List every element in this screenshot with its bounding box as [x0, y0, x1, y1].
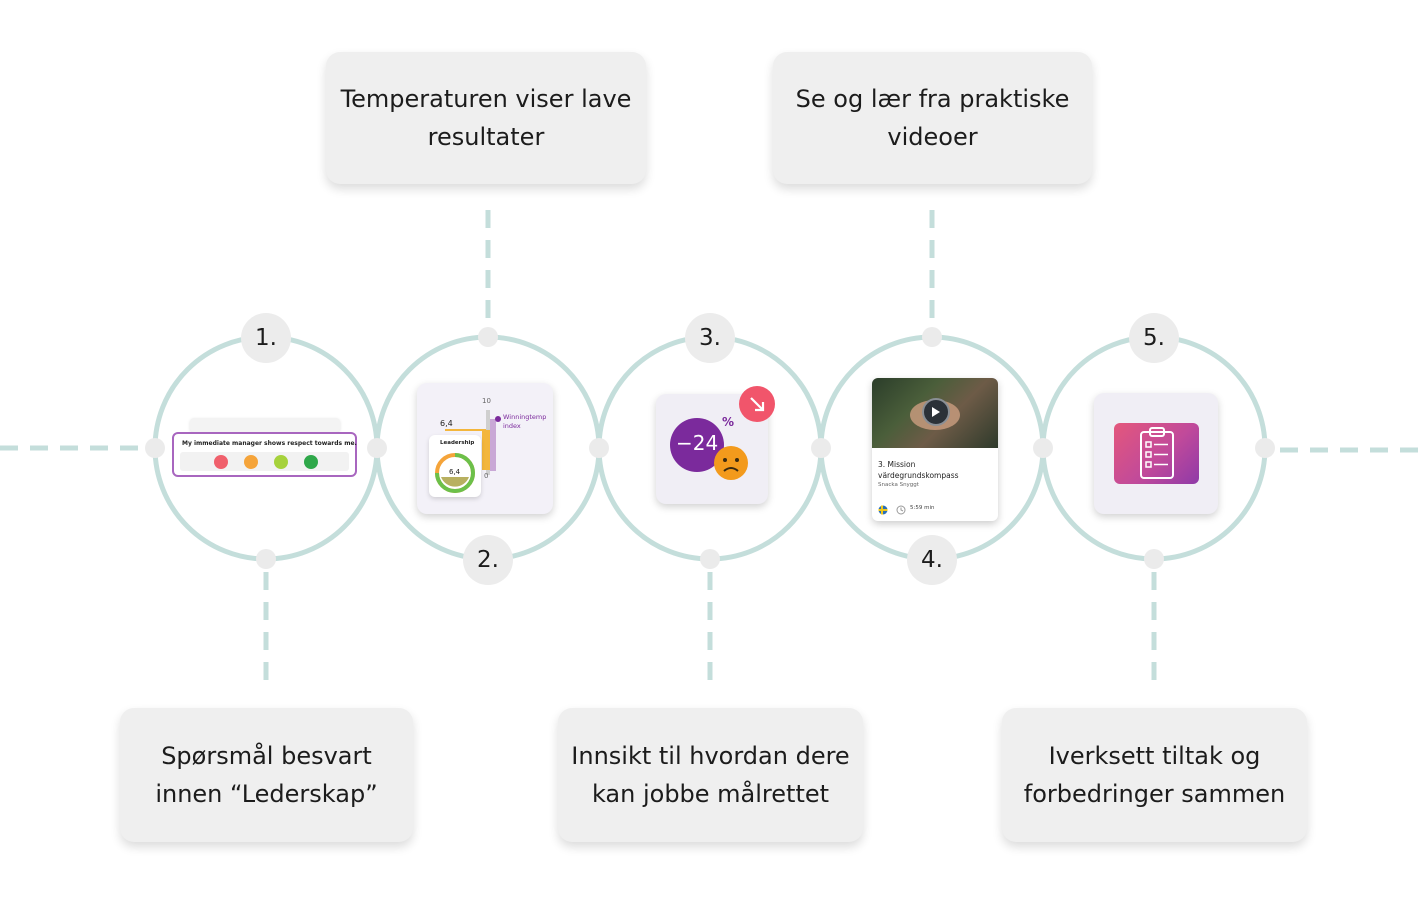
index-label: Winningtemp index	[503, 413, 547, 430]
video-meta-icons	[878, 505, 906, 515]
smile-face-icon	[274, 455, 288, 469]
action-card	[1094, 393, 1218, 514]
joint-dot	[145, 438, 165, 458]
joint-dot	[700, 549, 720, 569]
joint-dot	[1144, 549, 1164, 569]
happy-face-icon	[304, 455, 318, 469]
step-caption-4: Se og lær fra praktiske videoer	[773, 52, 1092, 184]
caption-text: Innsikt til hvordan dere kan jobbe målre…	[571, 742, 850, 808]
step-caption-5: Iverksett tiltak og forbedringer sammen	[1002, 708, 1307, 842]
trend-down-arrow-icon	[739, 386, 775, 422]
survey-question: My immediate manager shows respect towar…	[182, 440, 357, 447]
survey-card: My immediate manager shows respect towar…	[172, 418, 357, 478]
leadership-card: 10 0 Winningtemp index 6,4 Leadership 6,…	[417, 383, 553, 514]
caption-text: Iverksett tiltak og forbedringer sammen	[1023, 742, 1286, 808]
step-caption-2: Temperaturen viser lave resultater	[326, 52, 646, 184]
step-number-1: 1.	[241, 313, 291, 363]
leadership-gauge	[435, 453, 475, 493]
sad-face-icon	[714, 446, 748, 480]
emoji-scale	[214, 455, 318, 469]
insight-value: −24	[676, 431, 719, 455]
video-thumbnail[interactable]	[872, 378, 998, 448]
step-number-4: 4.	[907, 535, 957, 585]
axis-top-label: 10	[482, 397, 491, 405]
caption-text: Se og lær fra praktiske videoer	[795, 85, 1070, 151]
video-title: 3. Mission värdegrundskompass	[878, 460, 959, 480]
joint-dot	[811, 438, 831, 458]
step-caption-1: Spørsmål besvart innen “Lederskap”	[120, 708, 413, 842]
leadership-value: 6,4	[440, 419, 453, 428]
axis-bottom-label: 0	[484, 472, 489, 480]
video-subtitle: Snacka Snyggt	[878, 482, 919, 488]
gauge-value: 6,4	[449, 468, 461, 476]
step-caption-3: Innsikt til hvordan dere kan jobbe målre…	[558, 708, 863, 842]
insight-unit: %	[722, 415, 735, 429]
sad-face-icon	[214, 455, 228, 469]
joint-dot	[478, 327, 498, 347]
video-duration: 5:59 min	[910, 505, 935, 511]
joint-dot	[1255, 438, 1275, 458]
clock-icon	[896, 505, 906, 515]
step-number-3: 3.	[685, 313, 735, 363]
video-card[interactable]: 3. Mission värdegrundskompass Snacka Sny…	[872, 378, 998, 521]
leadership-label: Leadership	[440, 440, 475, 446]
joint-dot	[367, 438, 387, 458]
joint-dot	[589, 438, 609, 458]
neutral-face-icon	[244, 455, 258, 469]
step-number-2: 2.	[463, 535, 513, 585]
joint-dot	[256, 549, 276, 569]
joint-dot	[1033, 438, 1053, 458]
caption-text: Spørsmål besvart innen “Lederskap”	[155, 742, 378, 808]
play-icon[interactable]	[925, 402, 945, 422]
joint-dot	[922, 327, 942, 347]
step-number-5: 5.	[1129, 313, 1179, 363]
caption-text: Temperaturen viser lave resultater	[340, 85, 632, 151]
clipboard-checklist-icon	[1140, 427, 1174, 479]
